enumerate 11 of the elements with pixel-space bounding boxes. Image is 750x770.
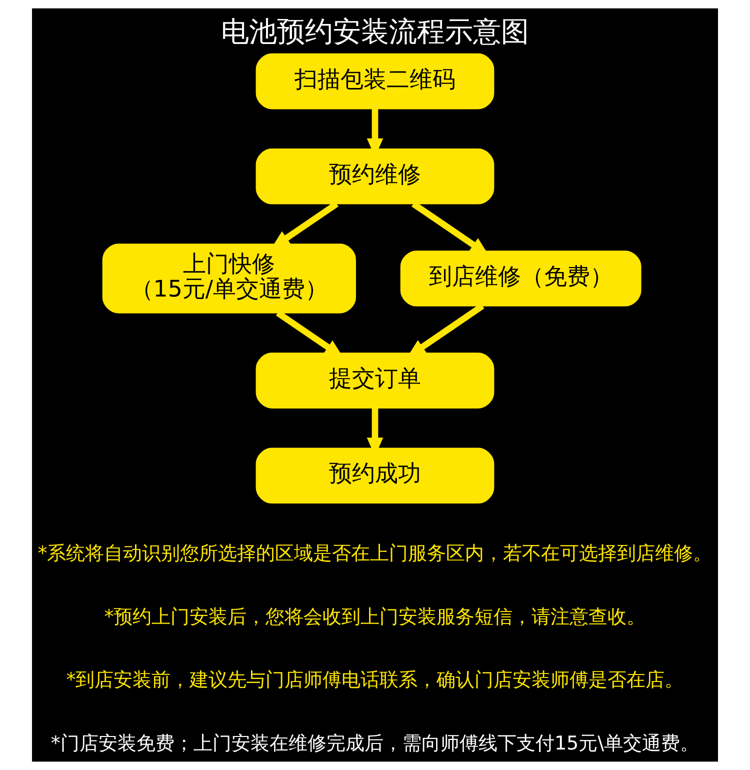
label: *门店安装免费；上门安装在维修完成后，需向师傅线下支付15元\单交通费。	[50, 732, 700, 755]
label: *到店安装前，建议先与门店师傅电话联系，确认门店安装师傅是否在店。	[66, 669, 684, 692]
diagram-title: 电池预约安装流程示意图	[221, 14, 529, 48]
node-box: 预约成功	[256, 448, 494, 504]
node-box: 到店维修（免费）	[400, 250, 642, 306]
node-box: 扫描包装二维码	[256, 53, 494, 110]
node-box: 上门快修 （15元/单交通费）	[102, 244, 356, 314]
node-box: 提交订单	[256, 352, 494, 408]
node-box: 预约维修	[256, 148, 494, 204]
label: *系统将自动识别您所选择的区域是否在上门服务区内，若不在可选择到店维修。	[38, 542, 712, 564]
label: *预约上门安装后，您将会收到上门安装服务短信，请注意查收。	[104, 606, 646, 628]
